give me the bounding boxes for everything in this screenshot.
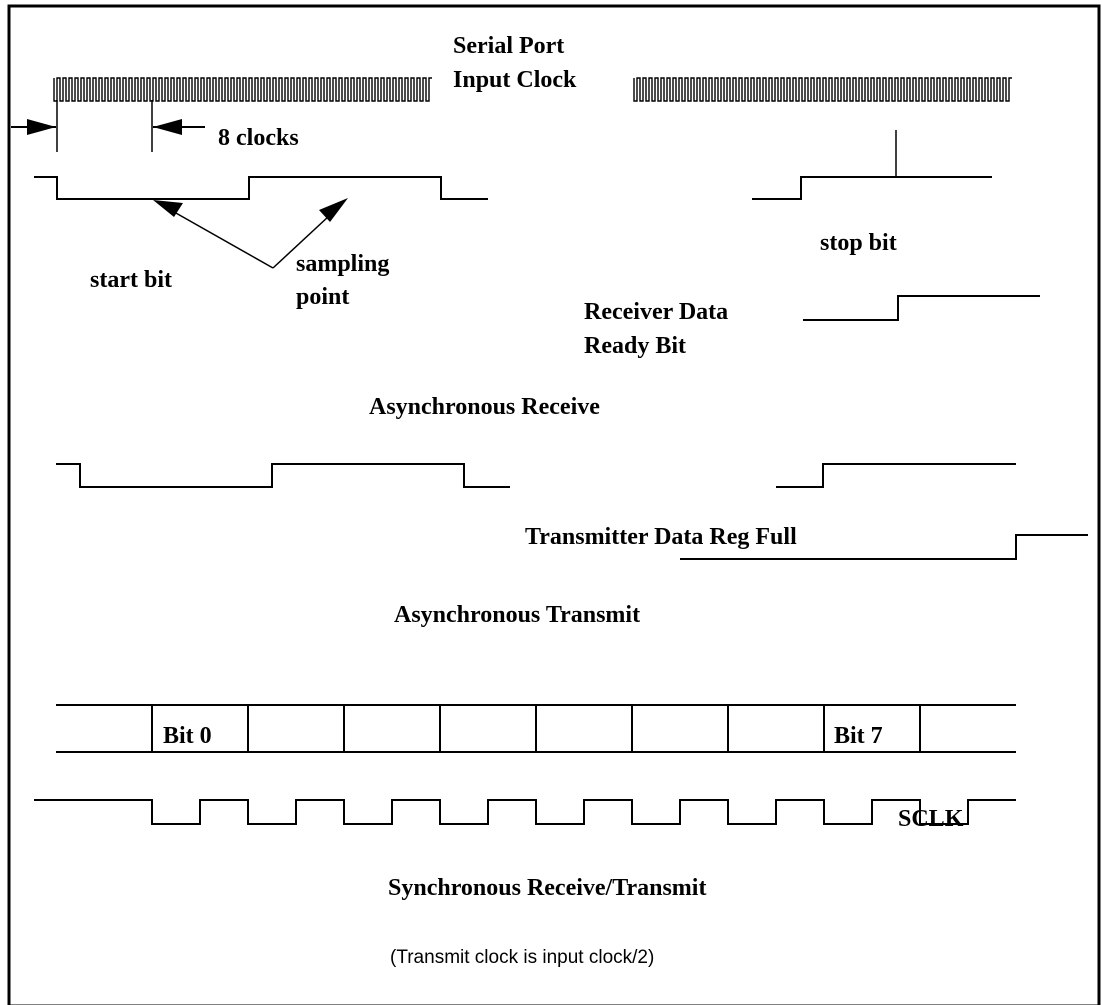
stop-bit-label: stop bit — [820, 230, 897, 256]
tx-data-reg-full-label: Transmitter Data Reg Full — [525, 524, 797, 550]
eight-clocks-label: 8 clocks — [218, 125, 299, 151]
async-receive-data-line-right — [752, 176, 992, 200]
receiver-data-label: Receiver Data — [584, 299, 728, 325]
sampling-arrowhead-data — [319, 198, 348, 222]
async-transmit-data-line-right — [776, 463, 1016, 488]
serial-port-label: Serial Port — [453, 33, 564, 59]
point-label: point — [296, 284, 349, 310]
sampling-arrowhead-start — [153, 200, 183, 217]
sampling-arrow-start — [159, 203, 274, 269]
bit0-label: Bit 0 — [163, 723, 212, 749]
diagram-frame — [7, 4, 1101, 1005]
async-receive-data-line-left — [34, 176, 488, 200]
input-clock-label: Input Clock — [453, 67, 577, 93]
input-clock-waveform-left — [53, 77, 432, 102]
transmit-clock-note: (Transmit clock is input clock/2) — [390, 947, 654, 968]
tx-data-reg-full-waveform — [680, 534, 1088, 560]
bit7-label: Bit 7 — [834, 723, 883, 749]
input-clock-waveform-right — [633, 77, 1012, 102]
sampling-label: sampling — [296, 251, 389, 277]
dimension-arrowhead-left — [27, 119, 56, 135]
receiver-data-ready-waveform — [803, 295, 1040, 321]
sclk-waveform — [34, 799, 1016, 825]
start-bit-label: start bit — [90, 267, 172, 293]
sclk-label: SCLK — [898, 806, 964, 832]
dimension-arrowhead-right — [153, 119, 182, 135]
async-receive-caption: Asynchronous Receive — [369, 394, 600, 420]
async-transmit-caption: Asynchronous Transmit — [394, 602, 640, 628]
sync-rxtx-caption: Synchronous Receive/Transmit — [388, 875, 706, 901]
bit-cell-dividers — [151, 705, 921, 752]
async-transmit-data-line-left — [56, 463, 510, 488]
ready-bit-label: Ready Bit — [584, 333, 686, 359]
